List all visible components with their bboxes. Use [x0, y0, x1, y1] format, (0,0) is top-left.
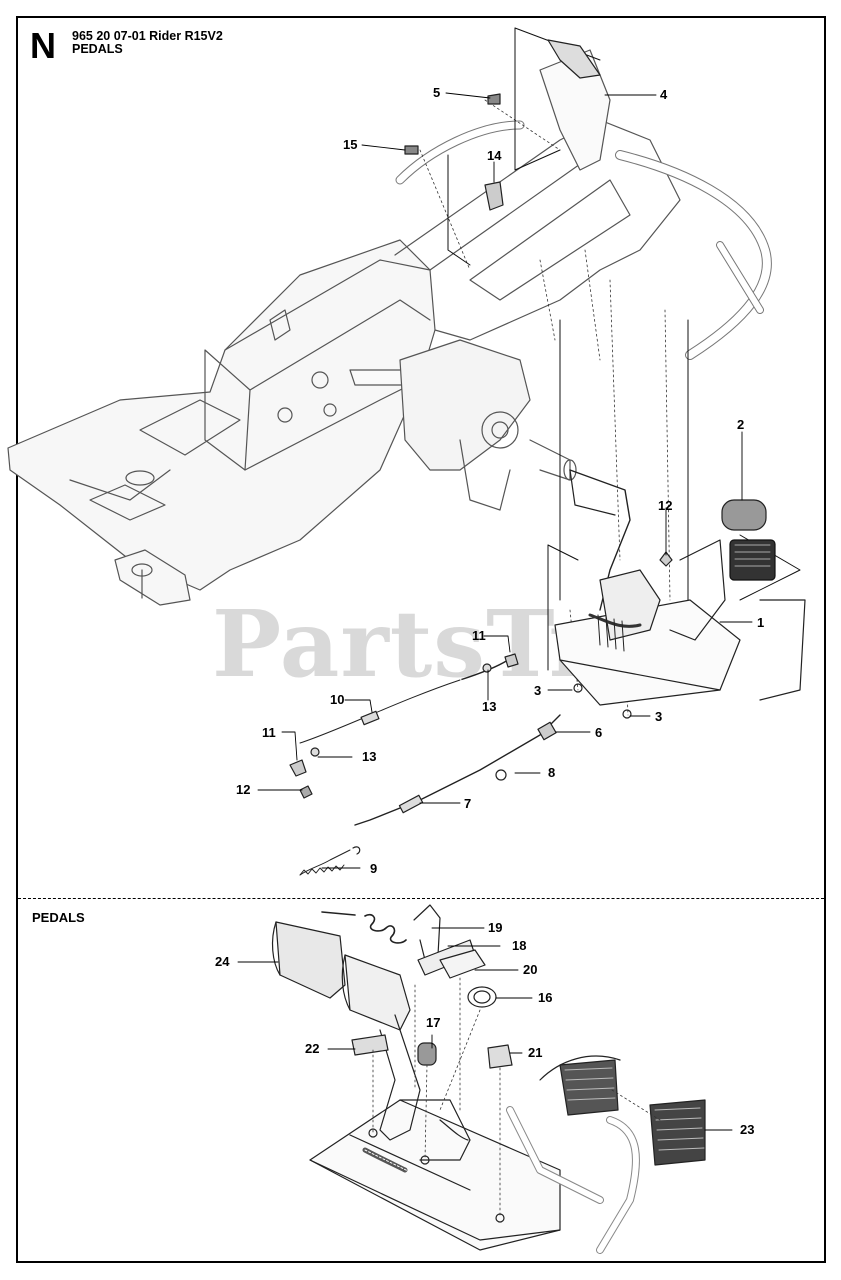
- pedal-assembly: [554, 469, 806, 719]
- callout-2: 2: [737, 417, 745, 432]
- detail-dotted-lines: [372, 977, 661, 1219]
- callout-3: 3: [655, 709, 663, 724]
- callout-17: 17: [426, 1015, 441, 1030]
- callout-23: 23: [740, 1122, 755, 1137]
- callout-10: 10: [330, 692, 345, 707]
- callout-6: 6: [595, 725, 603, 740]
- diagram-frame: [16, 16, 826, 1263]
- callout-20: 20: [523, 962, 538, 977]
- callout-9: 9: [370, 861, 378, 876]
- chassis-frame: [7, 49, 772, 606]
- callout-21: 21: [528, 1045, 543, 1060]
- model-title: 965 20 07-01 Rider R15V2: [72, 29, 223, 43]
- leader-lines: [257, 92, 753, 869]
- section-letter: N: [30, 25, 56, 66]
- callout-15: 15: [343, 137, 358, 152]
- callout-18: 18: [512, 938, 527, 953]
- callout-11: 11: [262, 725, 276, 740]
- callout-4: 4: [660, 87, 668, 102]
- section-divider: [18, 898, 824, 899]
- callout-3: 3: [534, 683, 542, 698]
- callout-1: 1: [757, 615, 765, 630]
- callout-12: 12: [658, 498, 673, 513]
- callout-8: 8: [548, 765, 556, 780]
- callout-24: 24: [215, 954, 230, 969]
- cables: [289, 653, 561, 876]
- detail-leader-lines: [237, 927, 733, 1131]
- callout-13: 13: [482, 699, 497, 714]
- callout-13: 13: [362, 749, 377, 764]
- callout-11: 11: [472, 628, 486, 643]
- diagram-title: 965 20 07-01 Rider R15V2 PEDALS: [72, 30, 223, 56]
- bracket-hardware: [404, 39, 601, 211]
- pedal-detail: [271, 904, 706, 1254]
- callout-5: 5: [433, 85, 441, 100]
- detail-heading: PEDALS: [32, 910, 85, 925]
- alignment-lines: [419, 99, 671, 716]
- callout-14: 14: [487, 148, 502, 163]
- callout-16: 16: [538, 990, 553, 1005]
- callout-19: 19: [488, 920, 503, 935]
- callout-12: 12: [236, 782, 251, 797]
- callout-7: 7: [464, 796, 472, 811]
- section-title: PEDALS: [72, 42, 123, 56]
- callout-22: 22: [305, 1041, 320, 1056]
